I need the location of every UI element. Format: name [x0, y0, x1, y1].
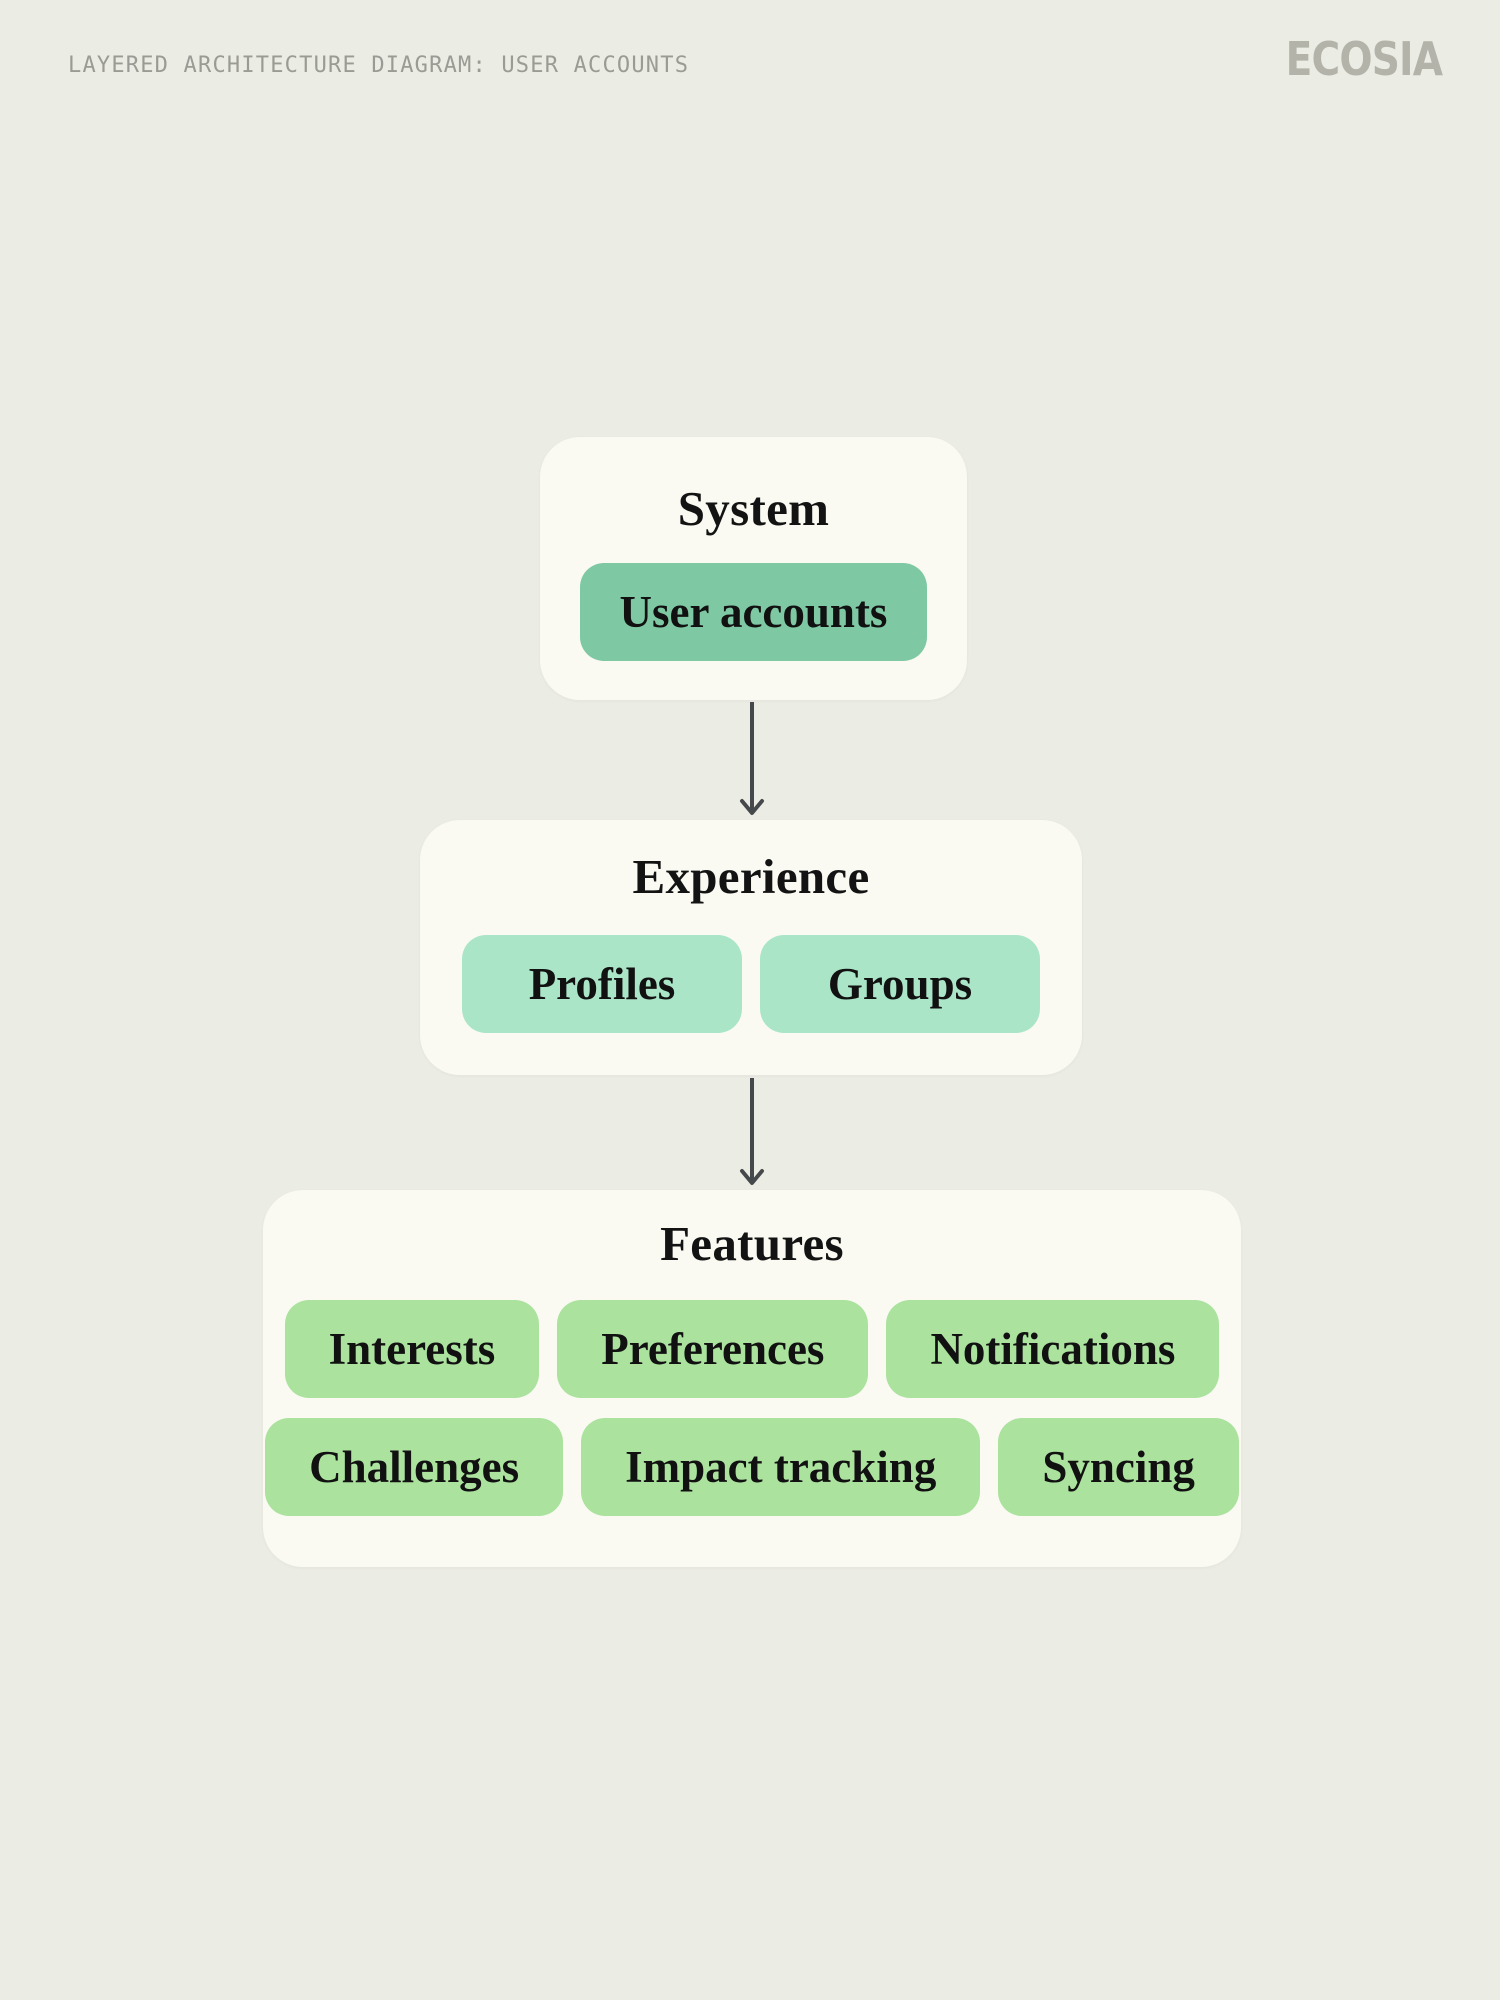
layer-card-features: Features Interests Preferences Notificat… — [263, 1190, 1241, 1567]
page-title: LAYERED ARCHITECTURE DIAGRAM: USER ACCOU… — [68, 53, 690, 78]
arrow-down-icon — [740, 1078, 764, 1185]
chip-preferences: Preferences — [557, 1299, 869, 1398]
arrow-down-icon — [740, 702, 764, 815]
layer-title-system: System — [677, 481, 830, 536]
layer-title-experience: Experience — [632, 849, 870, 904]
layer-card-system: System User accounts — [540, 437, 967, 700]
features-chip-row-1: Interests Preferences Notifications — [263, 1299, 1241, 1398]
system-chip-row: User accounts — [540, 562, 967, 661]
chip-profiles: Profiles — [462, 934, 742, 1033]
chip-user-accounts: User accounts — [580, 562, 927, 661]
features-chip-rows: Interests Preferences Notifications Chal… — [263, 1299, 1241, 1516]
ecosia-logo: ECOSIA — [1285, 32, 1442, 86]
experience-chip-row: Profiles Groups — [420, 934, 1082, 1033]
chip-challenges: Challenges — [265, 1417, 564, 1516]
chip-impact-tracking: Impact tracking — [581, 1417, 981, 1516]
chip-syncing: Syncing — [998, 1417, 1239, 1516]
chip-groups: Groups — [760, 934, 1040, 1033]
chip-notifications: Notifications — [886, 1299, 1220, 1398]
chip-interests: Interests — [284, 1299, 540, 1398]
layer-title-features: Features — [660, 1216, 844, 1271]
layer-card-experience: Experience Profiles Groups — [420, 820, 1082, 1075]
features-chip-row-2: Challenges Impact tracking Syncing — [263, 1417, 1241, 1516]
